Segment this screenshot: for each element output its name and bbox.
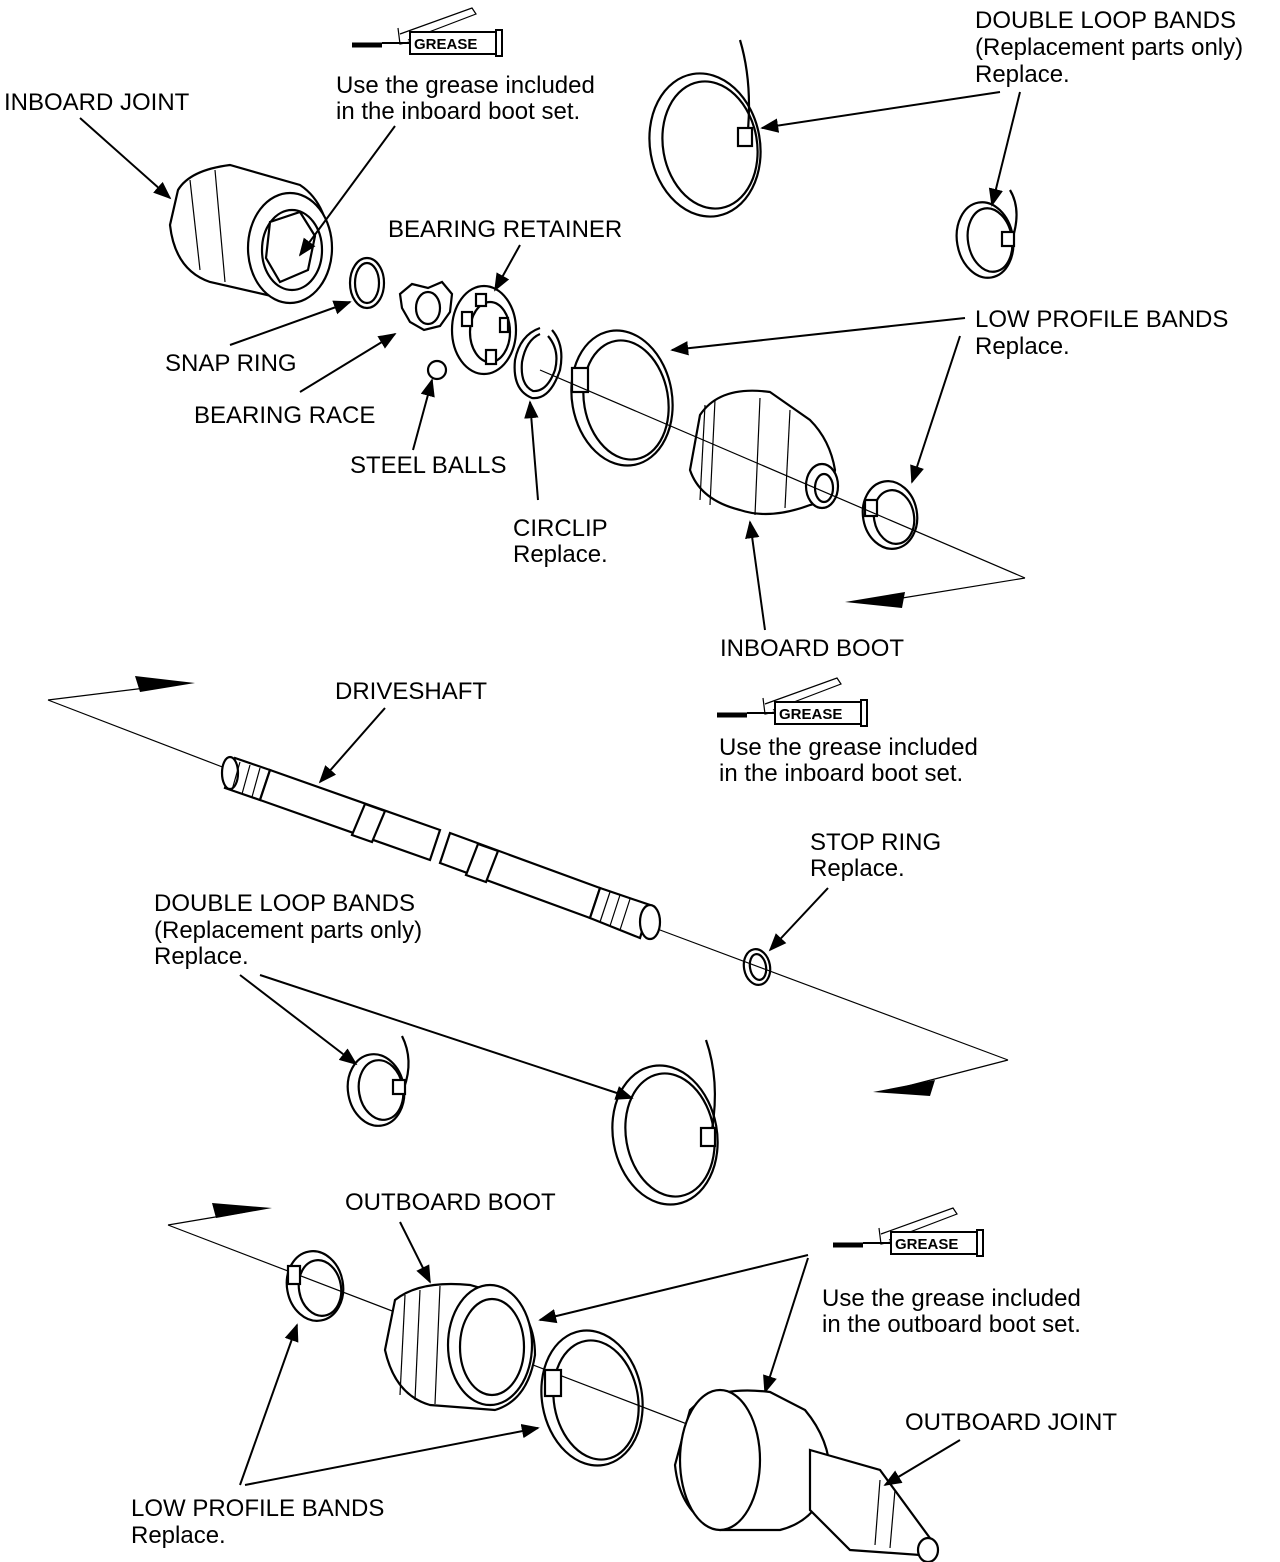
grease-icon-label: GREASE [414,36,477,53]
label-bearing-retainer: BEARING RETAINER [388,216,622,243]
grease-icon-label: GREASE [779,706,842,723]
grease-icon-label: GREASE [895,1236,958,1253]
grease-gun-icon: GREASE [833,1207,984,1257]
grease-gun-icon: GREASE [352,7,503,57]
driveshaft [220,755,662,941]
label-stop-ring-2: Replace. [810,855,905,882]
double-loop-band-large-mid [611,1039,719,1206]
grease-note-bot-line2: in the outboard boot set. [822,1311,1081,1338]
low-profile-band-inboard-small [861,480,919,550]
label-circlip-1: CIRCLIP [513,515,608,542]
label-stop-ring-1: STOP RING [810,829,941,856]
grease-note-top-line2: in the inboard boot set. [336,98,580,125]
outboard-boot [383,1282,537,1412]
bearing-race [398,280,454,332]
label-low-profile-bot-1: LOW PROFILE BANDS [131,1495,384,1522]
label-inboard-boot: INBOARD BOOT [720,635,904,662]
circlip [513,326,563,400]
snap-ring [348,256,386,310]
double-loop-band-small-top [955,189,1018,279]
label-steel-balls: STEEL BALLS [350,452,507,479]
label-low-profile-top-2: Replace. [975,333,1070,360]
grease-note-top-line1: Use the grease included [336,72,595,99]
label-bearing-race: BEARING RACE [194,402,375,429]
label-double-loop-mid-2: (Replacement parts only) [154,917,422,944]
double-loop-band-small-mid [346,1035,410,1127]
stop-ring [742,948,772,986]
label-circlip-2: Replace. [513,541,608,568]
bearing-retainer [450,284,518,376]
label-low-profile-top-1: LOW PROFILE BANDS [975,306,1228,333]
low-profile-band-outboard-small [285,1250,345,1322]
label-double-loop-mid-1: DOUBLE LOOP BANDS [154,890,415,917]
grease-gun-icon: GREASE [717,677,868,727]
label-double-loop-top-3: Replace. [975,61,1070,88]
double-loop-band-large-top [648,39,762,218]
label-double-loop-top-2: (Replacement parts only) [975,34,1243,61]
low-profile-band-inboard-large [570,329,674,467]
inboard-joint [168,163,334,305]
label-inboard-joint: INBOARD JOINT [4,89,190,116]
grease-note-bot-line1: Use the grease included [822,1285,1081,1312]
low-profile-band-outboard-large [540,1329,644,1467]
steel-ball [426,359,448,381]
grease-note-mid-line1: Use the grease included [719,734,978,761]
outboard-joint [673,1388,940,1562]
inboard-boot [688,389,840,516]
label-outboard-joint: OUTBOARD JOINT [905,1409,1117,1436]
label-outboard-boot: OUTBOARD BOOT [345,1189,556,1216]
label-low-profile-bot-2: Replace. [131,1522,226,1549]
label-double-loop-mid-3: Replace. [154,943,249,970]
grease-note-mid-line2: in the inboard boot set. [719,760,963,787]
label-double-loop-top-1: DOUBLE LOOP BANDS [975,7,1236,34]
label-driveshaft: DRIVESHAFT [335,678,487,705]
label-snap-ring: SNAP RING [165,350,297,377]
